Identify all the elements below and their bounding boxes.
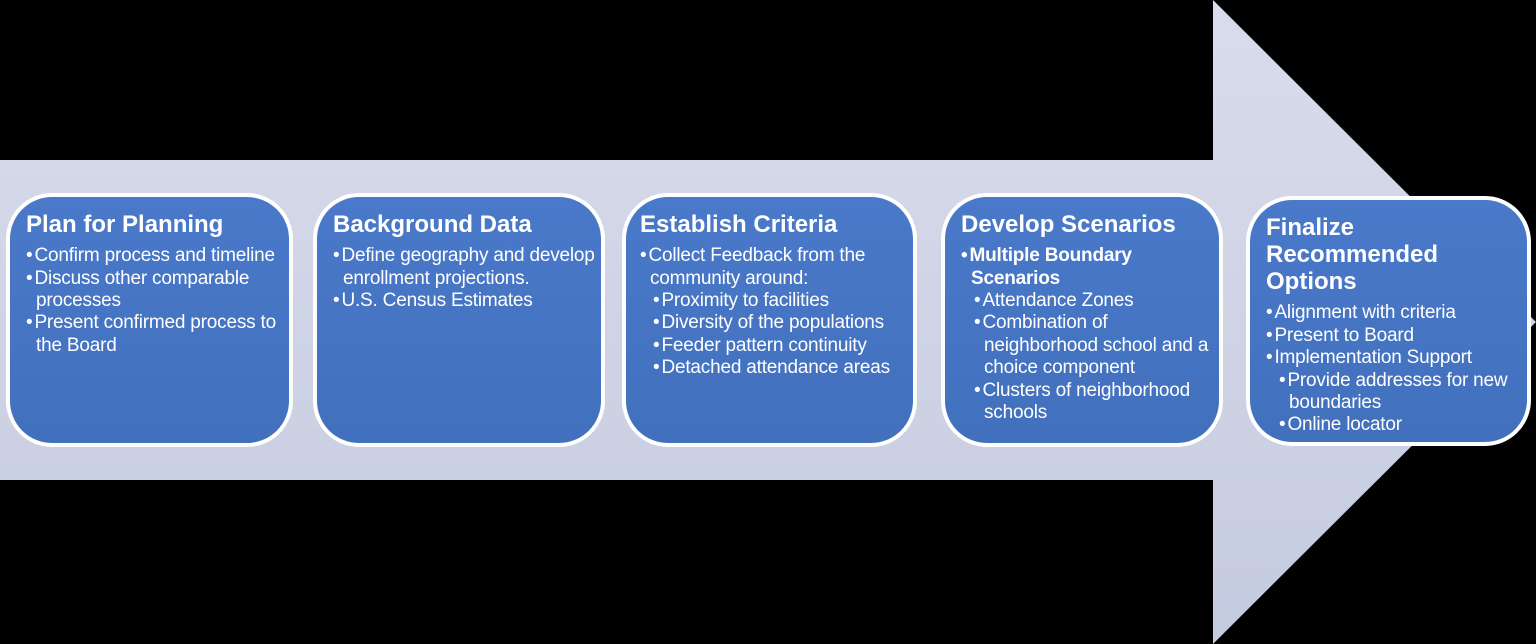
sub-bullet-item: Detached attendance areas bbox=[653, 357, 913, 379]
step-box-plan-for-planning: Plan for Planning Confirm process and ti… bbox=[6, 193, 293, 447]
step-title: Plan for Planning bbox=[26, 211, 224, 238]
bullet-item: Multiple Boundary Scenarios bbox=[961, 245, 1213, 290]
bullet-item: Confirm process and timeline bbox=[26, 245, 283, 267]
step-box-finalize-recommended-options: Finalize Recommended Options Alignment w… bbox=[1246, 196, 1531, 446]
sub-bullet-item: Online locator bbox=[1279, 414, 1521, 436]
sub-bullet-item: Clusters of neighborhood schools bbox=[974, 380, 1213, 425]
bullet-item: Alignment with criteria bbox=[1266, 302, 1521, 324]
step-box-establish-criteria: Establish Criteria Collect Feedback from… bbox=[622, 193, 917, 447]
step-bullet-list: Alignment with criteria Present to Board… bbox=[1266, 302, 1521, 436]
sub-bullet-item: Combination of neighborhood school and a… bbox=[974, 312, 1213, 379]
bullet-item: Collect Feedback from the community arou… bbox=[640, 245, 913, 290]
step-bullet-list: Collect Feedback from the community arou… bbox=[640, 245, 913, 379]
step-bullet-list: Define geography and develop enrollment … bbox=[333, 245, 595, 312]
step-title: Establish Criteria bbox=[640, 211, 838, 238]
sub-bullet-item: Provide addresses for new boundaries bbox=[1279, 370, 1521, 415]
step-title: Develop Scenarios bbox=[961, 211, 1176, 238]
step-bullet-list: Confirm process and timeline Discuss oth… bbox=[26, 245, 283, 357]
step-title: Finalize Recommended Options bbox=[1266, 214, 1439, 296]
step-box-background-data: Background Data Define geography and dev… bbox=[313, 193, 605, 447]
step-bullet-list: Multiple Boundary Scenarios Attendance Z… bbox=[961, 245, 1213, 424]
bullet-item: Present confirmed process to the Board bbox=[26, 312, 283, 357]
step-box-develop-scenarios: Develop Scenarios Multiple Boundary Scen… bbox=[941, 193, 1223, 447]
bullet-item: Define geography and develop enrollment … bbox=[333, 245, 595, 290]
bullet-item: U.S. Census Estimates bbox=[333, 290, 595, 312]
sub-bullet-item: Attendance Zones bbox=[974, 290, 1213, 312]
bullet-item: Discuss other comparable processes bbox=[26, 268, 283, 313]
bullet-item: Implementation Support bbox=[1266, 347, 1521, 369]
step-title: Background Data bbox=[333, 211, 532, 238]
bullet-item: Present to Board bbox=[1266, 325, 1521, 347]
sub-bullet-item: Diversity of the populations bbox=[653, 312, 913, 334]
sub-bullet-item: Proximity to facilities bbox=[653, 290, 913, 312]
sub-bullet-item: Feeder pattern continuity bbox=[653, 335, 913, 357]
